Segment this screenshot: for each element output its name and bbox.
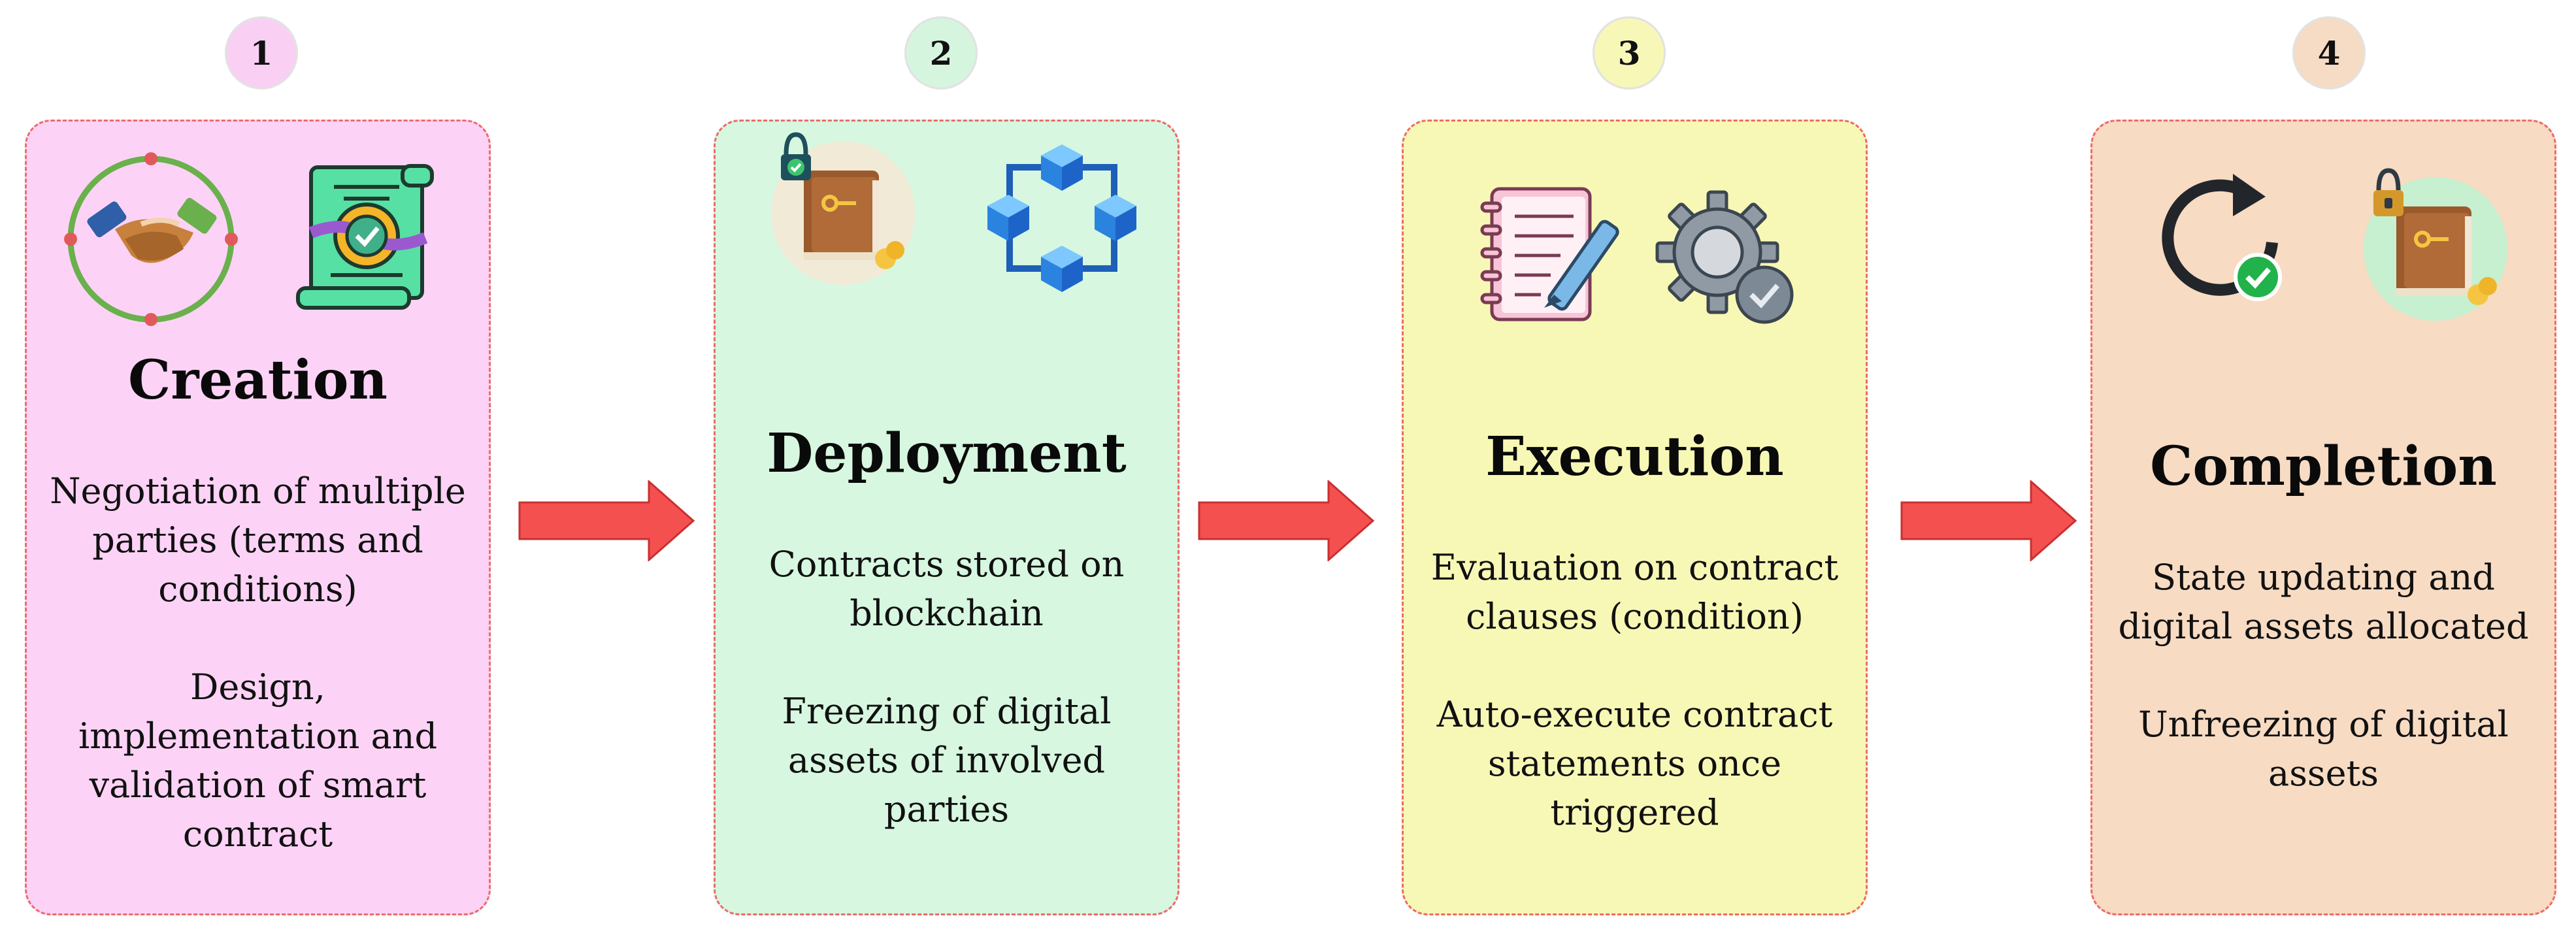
locked-ledger-icon (2364, 168, 2507, 321)
flow-arrow (518, 480, 695, 561)
stage-paragraph: Design, implementation and validation of… (78, 666, 438, 855)
stage-title: Creation (127, 349, 388, 412)
gear-check-icon (1655, 190, 1794, 324)
contract-scroll-icon (296, 164, 434, 310)
stage-paragraph: Contracts stored on blockchain (768, 544, 1125, 634)
notebook-pen-icon (1480, 187, 1619, 321)
blockchain-network-icon (987, 144, 1136, 292)
stage-paragraph: Freezing of digital assets of involved p… (782, 691, 1112, 830)
stage-card-deployment: Deployment Contracts stored on blockchai… (714, 120, 1180, 915)
stage-title: Deployment (767, 422, 1127, 485)
step-badge-3: 3 (1593, 16, 1666, 90)
stage-paragraph: Auto-execute contract statements once tr… (1436, 694, 1833, 833)
stage-card-creation: Creation Negotiation of multiple parties… (25, 120, 491, 915)
stage-paragraph: Unfreezing of digital assets (2138, 704, 2509, 794)
stage-title: Execution (1485, 425, 1784, 488)
stage-title: Completion (2150, 435, 2497, 498)
stage-description: Negotiation of multiple parties (terms a… (46, 467, 469, 859)
refresh-check-icon (2162, 174, 2282, 301)
handshake-icon (64, 152, 238, 326)
stage-paragraph: State updating and digital assets alloca… (2118, 557, 2529, 647)
stage-card-completion: Completion State updating and digital as… (2090, 120, 2556, 915)
step-badge-1: 1 (225, 16, 298, 90)
flow-arrow (1900, 480, 2077, 561)
stage-paragraph: Evaluation on contract clauses (conditio… (1430, 547, 1839, 637)
step-badge-2: 2 (904, 16, 978, 90)
locked-ledger-icon (771, 132, 915, 285)
stage-description: Evaluation on contract clauses (conditio… (1423, 543, 1846, 837)
stage-card-execution: Execution Evaluation on contract clauses… (1402, 120, 1868, 915)
stage-paragraph: Negotiation of multiple parties (terms a… (50, 470, 466, 610)
step-badge-4: 4 (2292, 16, 2366, 90)
stage-description: Contracts stored on blockchain Freezing … (735, 540, 1158, 834)
stage-description: State updating and digital assets alloca… (2112, 553, 2535, 798)
flow-arrow (1198, 480, 1374, 561)
